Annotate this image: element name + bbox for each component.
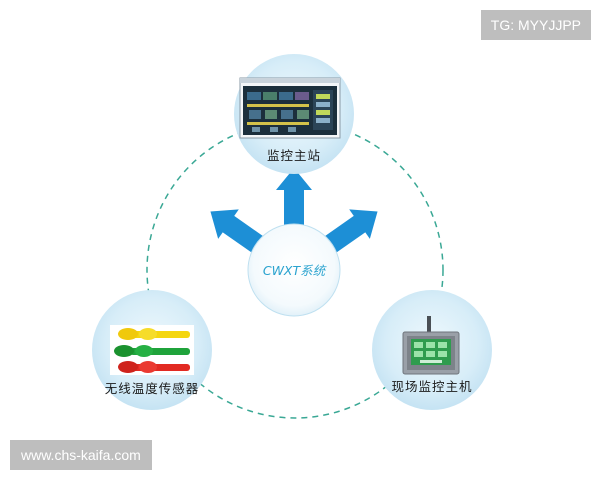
monitoring-screen-image bbox=[239, 77, 341, 139]
right-node-label: 现场监控主机 bbox=[391, 379, 472, 394]
top-node: 监控主站 bbox=[234, 54, 354, 174]
left-node-label: 无线温度传感器 bbox=[105, 381, 200, 396]
right-node: 现场监控主机 bbox=[372, 290, 492, 410]
monitoring-host-device-image bbox=[402, 316, 460, 375]
center-label: CWXT系统 bbox=[263, 263, 328, 278]
left-node: 无线温度传感器 bbox=[92, 290, 212, 410]
watermark-top-right: TG: MYYJJPP bbox=[480, 10, 591, 40]
arrow-to-top-node bbox=[276, 168, 312, 235]
watermark-bottom-left: www.chs-kaifa.com bbox=[10, 440, 152, 470]
top-node-label: 监控主站 bbox=[267, 148, 321, 163]
center-node: CWXT系统 bbox=[247, 223, 341, 317]
temperature-sensor-cables-image bbox=[110, 325, 194, 375]
